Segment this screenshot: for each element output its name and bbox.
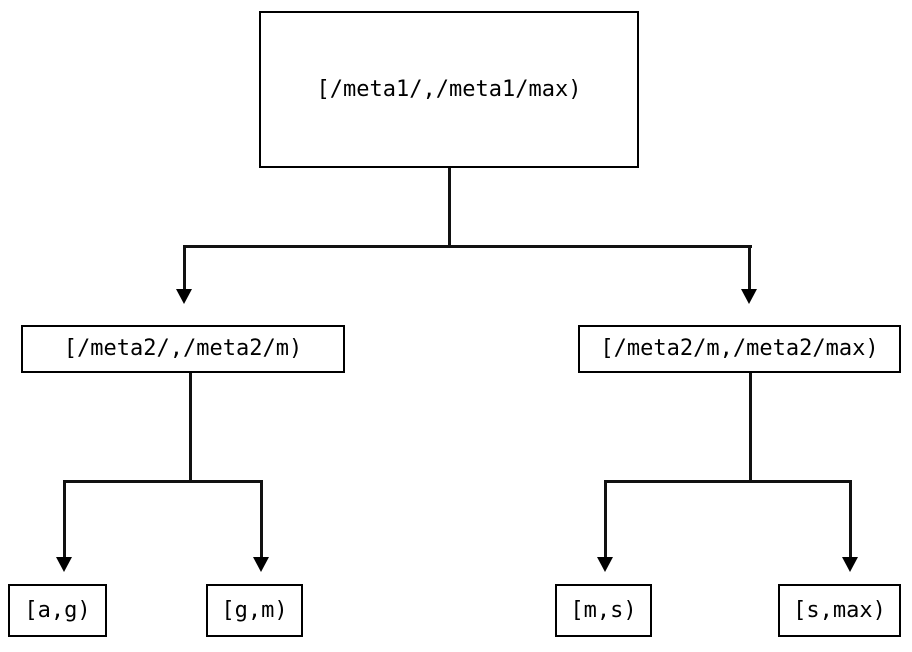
tree-node-mid-right-label: [/meta2/m,/meta2/max)	[600, 336, 879, 361]
edge-mid-right-horizontal-bar	[604, 480, 852, 483]
arrow-down-icon-leaf-gm	[253, 557, 269, 572]
edge-root-horizontal-bar	[183, 245, 752, 248]
tree-node-mid-left-label: [/meta2/,/meta2/m)	[63, 336, 303, 361]
edge-root-stem	[448, 168, 451, 247]
edge-mid-left-horizontal-bar	[63, 480, 263, 483]
arrow-down-icon-leaf-smax	[842, 557, 858, 572]
tree-node-leaf-gm[interactable]: [g,m)	[206, 584, 303, 637]
edge-mid-left-to-leaf-ag	[63, 480, 66, 558]
tree-node-leaf-ms-label: [m,s)	[570, 597, 637, 623]
tree-node-leaf-smax[interactable]: [s,max)	[778, 584, 901, 637]
tree-node-leaf-smax-label: [s,max)	[793, 597, 886, 623]
edge-mid-left-stem	[189, 373, 192, 483]
tree-node-leaf-ag-label: [a,g)	[24, 597, 91, 623]
tree-node-leaf-gm-label: [g,m)	[221, 597, 288, 623]
tree-node-mid-right[interactable]: [/meta2/m,/meta2/max)	[578, 325, 901, 373]
tree-node-root[interactable]: [/meta1/,/meta1/max)	[259, 11, 639, 168]
tree-node-root-label: [/meta1/,/meta1/max)	[316, 76, 582, 102]
tree-node-mid-left[interactable]: [/meta2/,/meta2/m)	[21, 325, 345, 373]
edge-mid-right-to-leaf-ms	[604, 480, 607, 558]
edge-root-to-mid-left	[183, 245, 186, 290]
edge-mid-left-to-leaf-gm	[260, 480, 263, 558]
edge-mid-right-to-leaf-smax	[849, 480, 852, 558]
tree-node-leaf-ag[interactable]: [a,g)	[8, 584, 107, 637]
arrow-down-icon-leaf-ag	[56, 557, 72, 572]
tree-node-leaf-ms[interactable]: [m,s)	[555, 584, 652, 637]
edge-mid-right-stem	[749, 373, 752, 483]
arrow-down-icon-mid-right	[741, 289, 757, 304]
arrow-down-icon-leaf-ms	[597, 557, 613, 572]
arrow-down-icon-mid-left	[176, 289, 192, 304]
edge-root-to-mid-right	[748, 245, 751, 290]
